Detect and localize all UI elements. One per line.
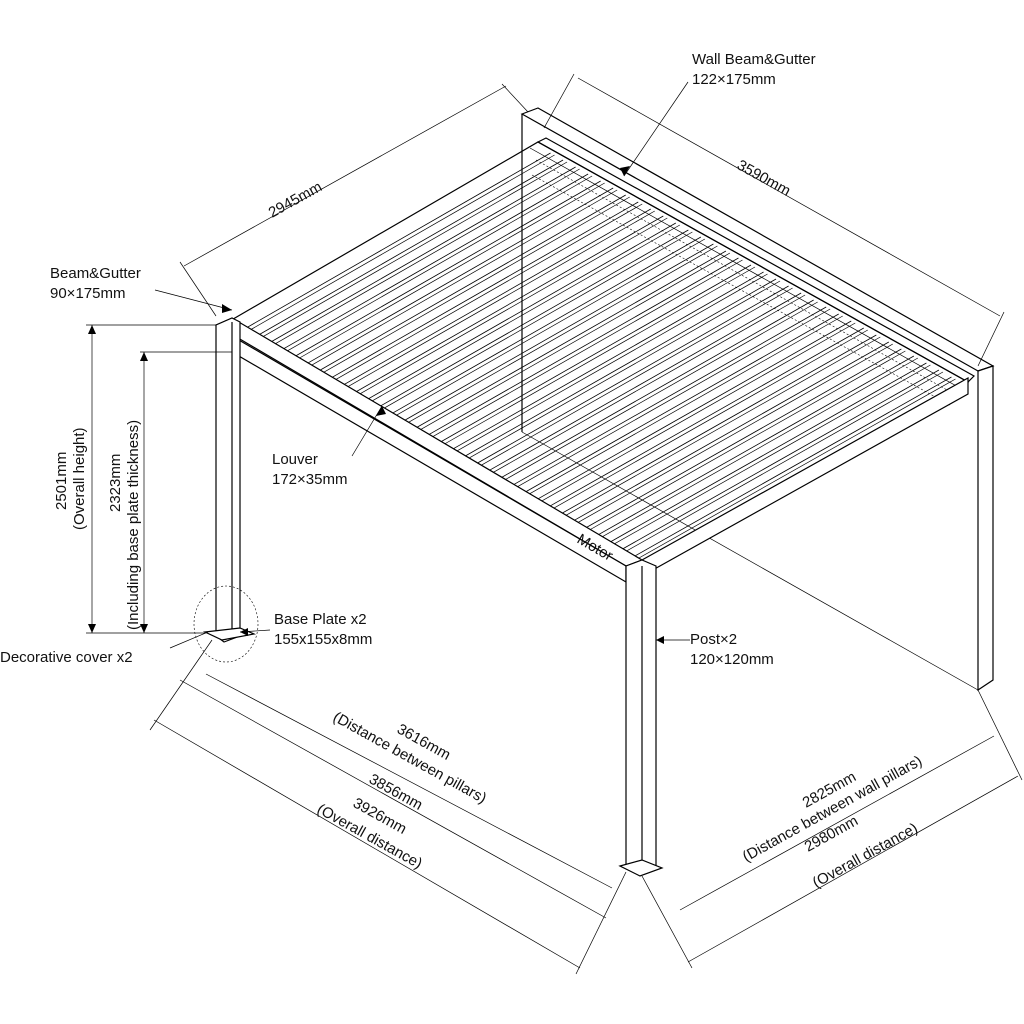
post-height-note: (Including base plate thickness) (125, 420, 142, 630)
base-plate-size: 155x155x8mm (274, 631, 372, 648)
louver-slat (509, 306, 827, 488)
louver-slat-edge (247, 154, 555, 332)
louver-slat-edge (356, 217, 668, 397)
wall-beam-size: 122×175mm (692, 71, 776, 88)
louver-slat-edge (428, 259, 743, 440)
beam-size: 90×175mm (50, 285, 125, 302)
louver-slat-edge (621, 371, 944, 554)
louver-slat-edge (501, 301, 818, 483)
louver-roof (226, 137, 975, 568)
louver-slat (267, 166, 576, 344)
wall-panel (520, 107, 995, 692)
post-title: Post×2 (690, 631, 737, 648)
wall-beam-title: Wall Beam&Gutter (692, 51, 816, 68)
louver-slat-edge (549, 329, 868, 511)
louver-slat (412, 250, 727, 430)
louver-slat (340, 208, 651, 387)
louver-slat-edge (573, 343, 893, 526)
louver-slat-edge (272, 168, 580, 346)
louver-slat-edge (489, 294, 806, 476)
louver-slat-edge (513, 308, 831, 490)
louver-slat (352, 215, 664, 395)
louver-slat (460, 278, 777, 459)
depth-top-dim: 2945mm (266, 178, 325, 221)
louver-slat (605, 362, 927, 545)
louver-slat (557, 334, 877, 517)
louver-slat-edge (609, 364, 931, 547)
louver-slat (304, 187, 614, 366)
arrowheads (88, 166, 664, 644)
louver-slat-edge (320, 196, 630, 375)
louver-slat (292, 180, 601, 359)
louver-slat (497, 299, 814, 481)
base-detail-circle (193, 585, 259, 663)
louver-slat-edge (380, 231, 693, 411)
louver-slat (328, 201, 639, 380)
louver-slat (629, 376, 952, 560)
louver-slat (617, 369, 940, 552)
louver-slat-edge (344, 210, 655, 389)
louver-slat-edge (561, 336, 881, 519)
louver-slat (255, 159, 564, 337)
louver-slat (400, 243, 714, 423)
louver-slat (376, 229, 689, 409)
width-top-dim: 3590mm (734, 157, 793, 200)
louver-slat-edge (259, 161, 568, 339)
louver-slat-edge (416, 252, 731, 432)
louver-slats (243, 152, 956, 562)
louver-slat (545, 327, 864, 509)
louver-slat (243, 152, 551, 330)
louver-slat-edge (464, 280, 781, 461)
post-size: 120×120mm (690, 651, 774, 668)
louver-slat (485, 292, 802, 474)
louver-slat (533, 320, 852, 502)
louver-slat-edge (284, 175, 593, 354)
louver-slat (593, 355, 915, 538)
louver-slat-edge (525, 315, 843, 497)
louver-slat-edge (440, 266, 756, 447)
louver-size: 172×35mm (272, 471, 347, 488)
louver-slat-edge (404, 245, 718, 425)
decorative-cover-label: Decorative cover x2 (0, 649, 133, 666)
louver-slat-edge (392, 238, 706, 418)
front-post (618, 559, 664, 877)
overall-height-note: (Overall height) (71, 427, 88, 530)
louver-slat (448, 271, 764, 452)
wall-pillar-distance-note: (Distance between wall pillars) (740, 752, 925, 865)
louver-slat (316, 194, 626, 373)
left-post (202, 317, 257, 643)
louver-slat (472, 285, 789, 466)
post-height-dim: 2323mm (107, 454, 124, 512)
louver-slat (364, 222, 677, 402)
beam-title: Beam&Gutter (50, 265, 141, 282)
louver-slat (521, 313, 839, 495)
louver-slat-edge (332, 203, 643, 382)
louver-slat (581, 348, 902, 531)
louver-slat (280, 173, 589, 352)
dimension-lines (86, 73, 1023, 975)
louver-slat-edge (452, 273, 768, 454)
louver-slat (424, 257, 739, 438)
component-labels: Wall Beam&Gutter 122×175mm Beam&Gutter 9… (0, 51, 816, 668)
louver-slat-edge (585, 350, 906, 533)
louver-slat-edge (477, 287, 793, 468)
louver-slat-edge (537, 322, 856, 504)
louver-slat-edge (296, 182, 605, 361)
louver-slat (436, 264, 752, 445)
base-plate-title: Base Plate x2 (274, 611, 367, 628)
overall-height-dim: 2501mm (53, 452, 70, 510)
louver-title: Louver (272, 451, 318, 468)
louver-slat-edge (633, 378, 956, 562)
louver-slat-edge (597, 357, 919, 540)
louver-slat-edge (368, 224, 680, 404)
louver-slat (388, 236, 702, 416)
louver-slat-edge (308, 189, 618, 368)
louver-slat (569, 341, 890, 524)
